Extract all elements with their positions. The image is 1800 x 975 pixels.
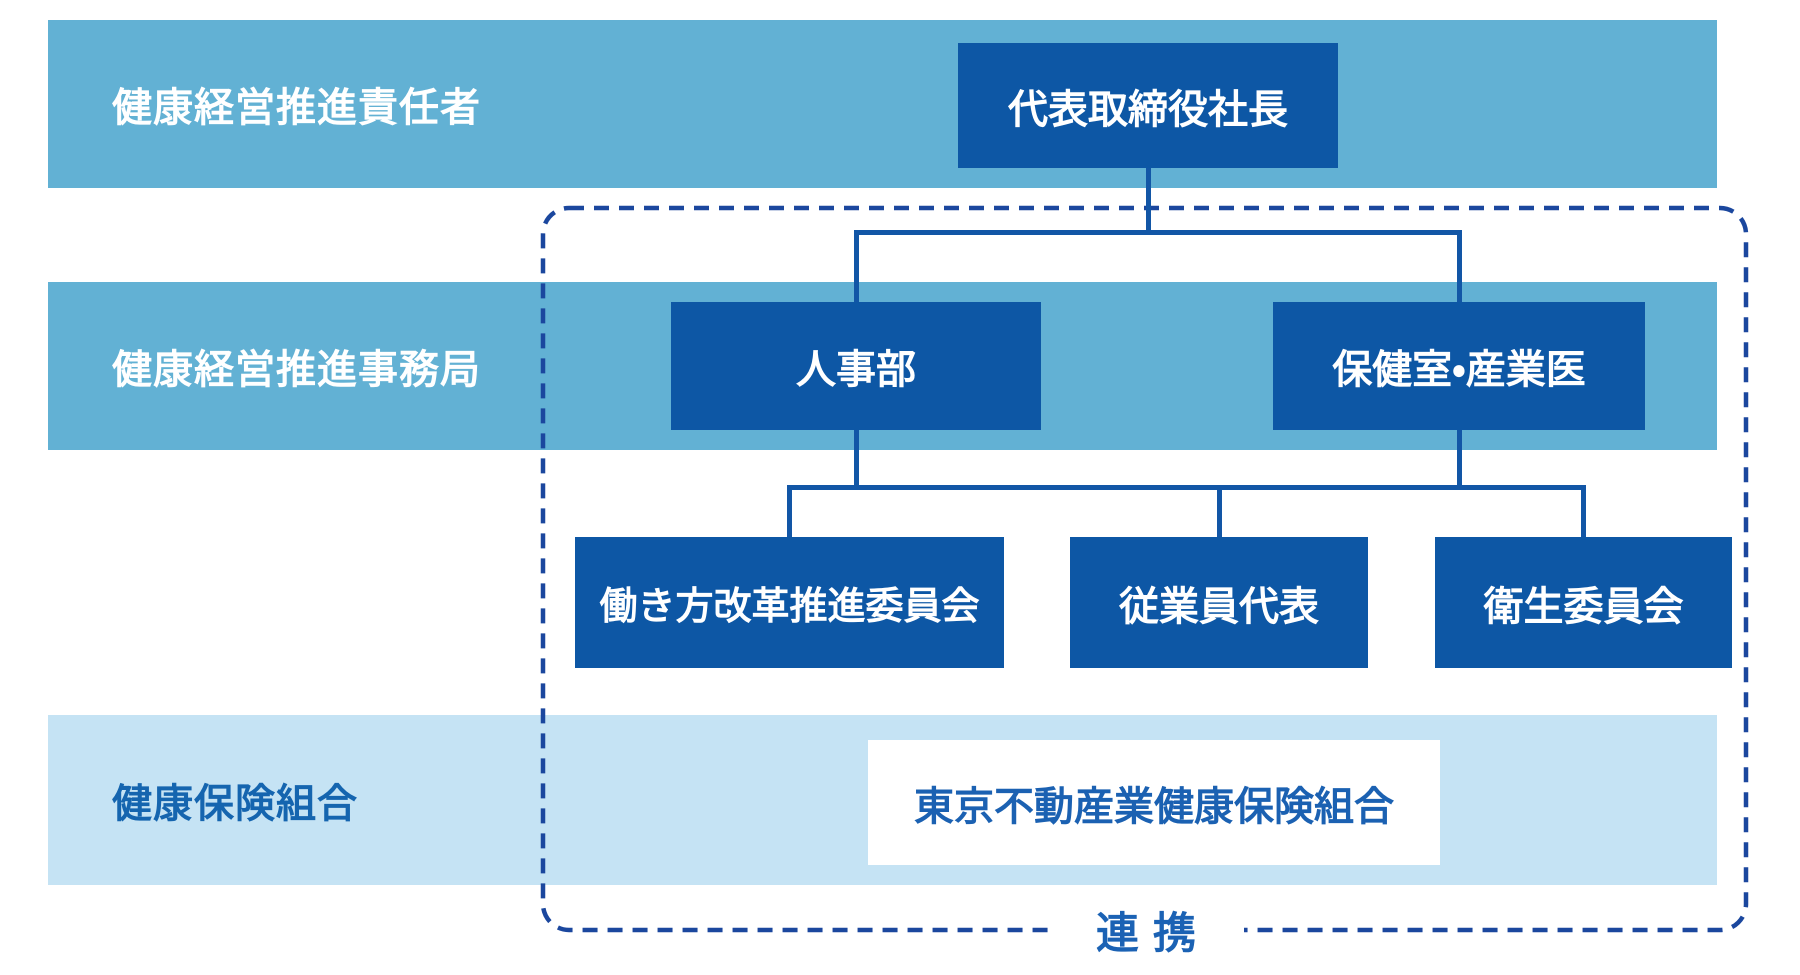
- connector-health-office-up: [1457, 230, 1462, 305]
- connector-branch-level2: [854, 230, 1462, 235]
- band-label-insurance-union: 健康保険組合: [112, 782, 358, 826]
- node-employee-representative: 従業員代表: [1070, 537, 1368, 668]
- band-promotion-chief: [48, 20, 1717, 188]
- node-hr-department: 人事部: [671, 302, 1041, 430]
- connector-president-down: [1146, 168, 1151, 235]
- node-president: 代表取締役社長: [958, 43, 1338, 168]
- collaboration-label: 連携: [1048, 901, 1244, 959]
- connector-employee-rep-up: [1217, 485, 1222, 540]
- node-insurance-union: 東京不動産業健康保険組合: [868, 740, 1440, 865]
- connector-health-office-down: [1457, 428, 1462, 490]
- node-health-office: 保健室・産業医: [1273, 302, 1645, 430]
- connector-hr-up: [854, 230, 859, 305]
- connector-hr-down: [854, 428, 859, 490]
- band-label-promotion-chief: 健康経営推進責任者: [112, 86, 481, 130]
- node-hygiene-committee: 衛生委員会: [1435, 537, 1732, 668]
- connector-workstyle-up: [787, 485, 792, 540]
- connector-hygiene-up: [1581, 485, 1586, 540]
- node-workstyle-reform-committee: 働き方改革推進委員会: [575, 537, 1004, 668]
- band-label-promotion-secretariat: 健康経営推進事務局: [112, 348, 481, 392]
- connector-branch-level3: [787, 485, 1586, 490]
